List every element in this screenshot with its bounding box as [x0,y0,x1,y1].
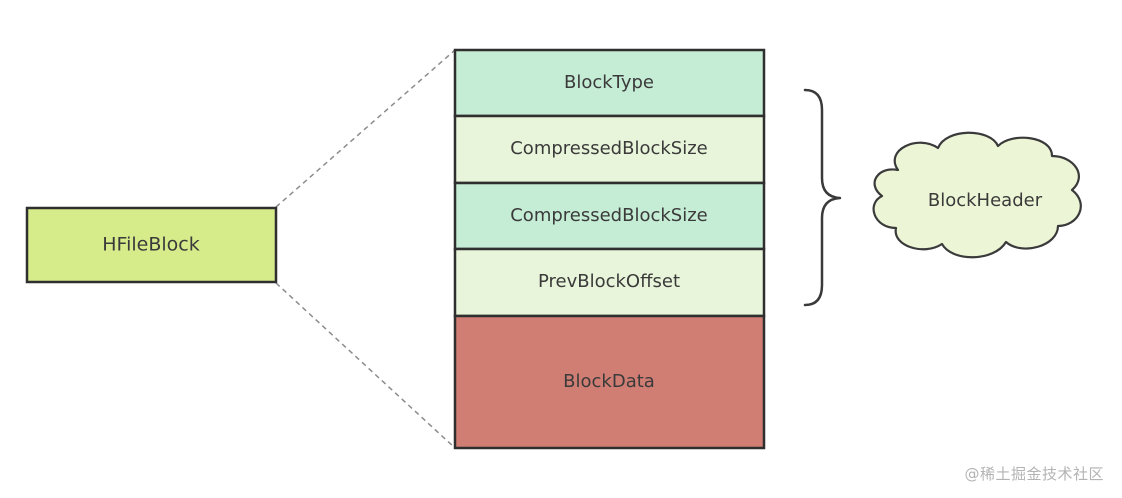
row-compressed-block-size-1: CompressedBlockSize [453,114,766,185]
block-header-label: BlockHeader [928,190,1043,211]
connector-top [275,49,456,208]
cloud-shape [872,131,1082,259]
row-label-block-type: BlockType [564,72,654,93]
hfileblock-box: HFileBlock [25,206,278,284]
header-brace [803,88,842,307]
row-prev-block-offset: PrevBlockOffset [453,247,766,318]
connector-bottom [275,282,456,449]
row-block-type: BlockType [453,48,766,118]
row-label-compressed-block-size-2: CompressedBlockSize [510,205,708,226]
row-block-data: BlockData [453,314,766,450]
row-compressed-block-size-2: CompressedBlockSize [453,181,766,251]
block-header-cloud: BlockHeader [872,131,1082,259]
block-structure: BlockType CompressedBlockSize Compressed… [453,48,766,450]
hfileblock-label: HFileBlock [102,234,199,256]
hfileblock-rect [25,206,278,284]
row-label-compressed-block-size-1: CompressedBlockSize [510,138,708,159]
watermark: @稀土掘金技术社区 [964,465,1104,483]
row-label-block-data: BlockData [563,371,655,392]
row-label-prev-block-offset: PrevBlockOffset [538,271,680,292]
